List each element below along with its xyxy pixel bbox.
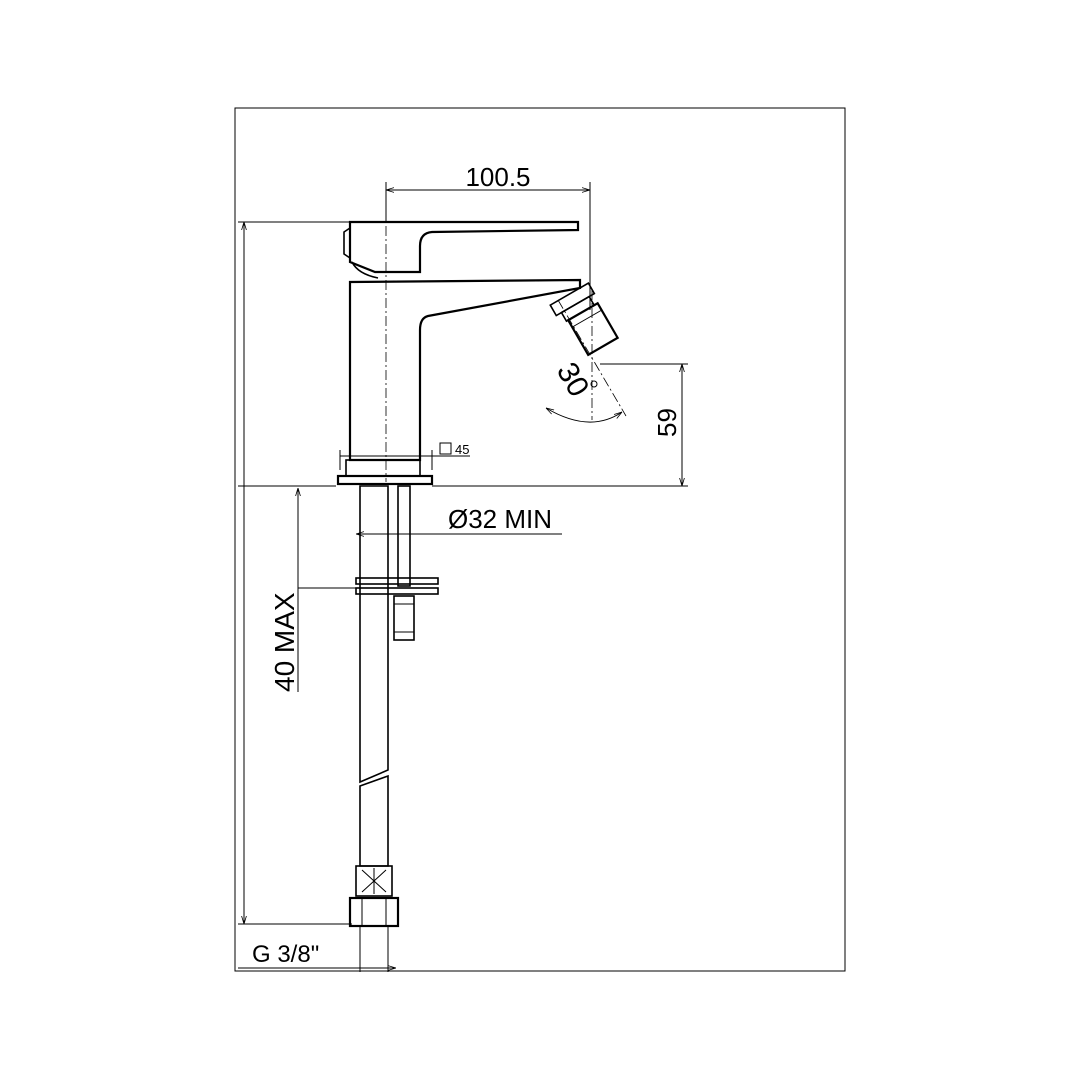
base-square-dimension: 45 — [339, 442, 470, 470]
dimension-connection-thread: G 3/8" — [238, 941, 396, 968]
spout-height-label: 59 — [652, 408, 682, 437]
dimension-hole-diameter: Ø32 MIN — [356, 504, 562, 534]
base-plate — [336, 459, 434, 486]
dimension-overall-height — [238, 221, 352, 925]
flexible-hose — [359, 485, 389, 867]
degree-symbol-icon — [590, 380, 598, 388]
lever-handle — [343, 220, 580, 279]
spout-reach-label: 100.5 — [465, 162, 530, 192]
hole-diameter-label: Ø32 MIN — [448, 504, 552, 534]
mixer-body — [348, 278, 582, 462]
hose-end-fitting — [348, 865, 400, 972]
connection-thread-label: G 3/8" — [252, 941, 319, 968]
dimension-deck-thickness: 40 MAX — [269, 488, 356, 692]
base-square-label: 45 — [455, 442, 469, 457]
dimension-spout-height: 59 — [432, 363, 688, 487]
square-symbol-icon — [439, 442, 452, 455]
threaded-rod — [393, 485, 415, 641]
drawing-frame — [234, 107, 846, 972]
dimension-spout-reach: 100.5 — [385, 162, 591, 310]
aerator-angle-label: 30 — [550, 357, 595, 402]
deck-thickness-label: 40 MAX — [269, 592, 300, 692]
fixing-washers — [355, 577, 439, 595]
aerator — [549, 282, 620, 357]
